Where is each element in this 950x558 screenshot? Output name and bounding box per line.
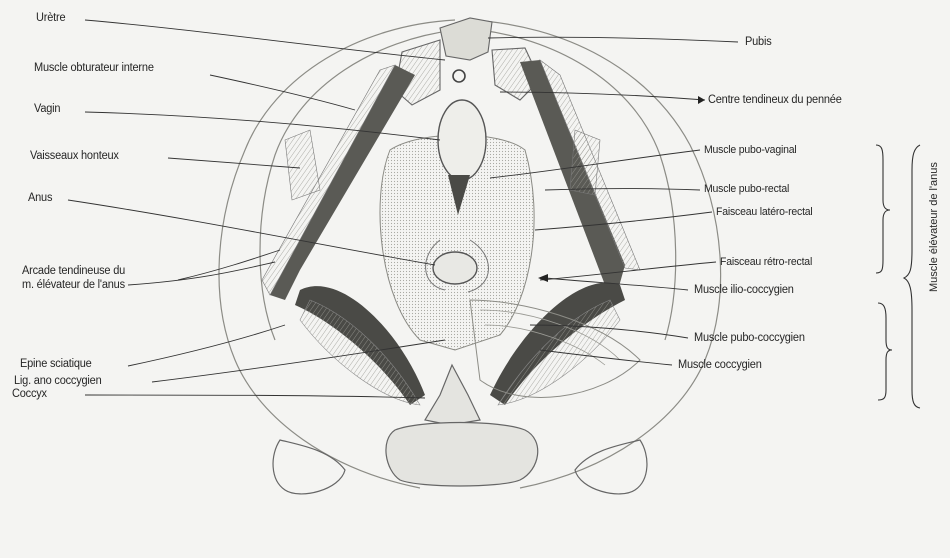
brace-group bbox=[876, 145, 920, 408]
label-ilio: Muscle ilio-coccygien bbox=[694, 284, 794, 298]
label-puborect: Muscle pubo-rectal bbox=[704, 183, 789, 197]
label-anus: Anus bbox=[28, 192, 52, 206]
label-vaisseaux: Vaisseaux honteux bbox=[30, 150, 119, 164]
label-coccygien: Muscle coccygien bbox=[678, 359, 762, 373]
label-retror: Faisceau rétro-rectal bbox=[720, 256, 812, 270]
label-lig: Lig. ano coccygien bbox=[14, 375, 102, 389]
label-arcade-1: Arcade tendineuse du bbox=[22, 265, 125, 279]
label-levator-ani-group: Muscle élévateur de l'anus bbox=[928, 162, 940, 292]
label-epine: Epine sciatique bbox=[20, 358, 92, 372]
label-coccyx: Coccyx bbox=[12, 388, 47, 402]
label-pubovag: Muscle pubo-vaginal bbox=[704, 144, 797, 158]
arrowhead bbox=[538, 274, 548, 282]
label-centre: Centre tendineux du pennée bbox=[708, 94, 842, 108]
label-arcade-2: m. élévateur de l'anus bbox=[22, 279, 125, 293]
label-pubis: Pubis bbox=[745, 36, 772, 50]
arrowhead bbox=[698, 96, 705, 104]
label-lateror: Faisceau latéro-rectal bbox=[716, 206, 813, 220]
label-vagin: Vagin bbox=[34, 103, 60, 117]
label-uretre: Urètre bbox=[36, 12, 65, 26]
label-obturateur: Muscle obturateur interne bbox=[34, 62, 154, 76]
coccyx-shape bbox=[273, 365, 647, 494]
label-pubococ: Muscle pubo-coccygien bbox=[694, 332, 805, 346]
